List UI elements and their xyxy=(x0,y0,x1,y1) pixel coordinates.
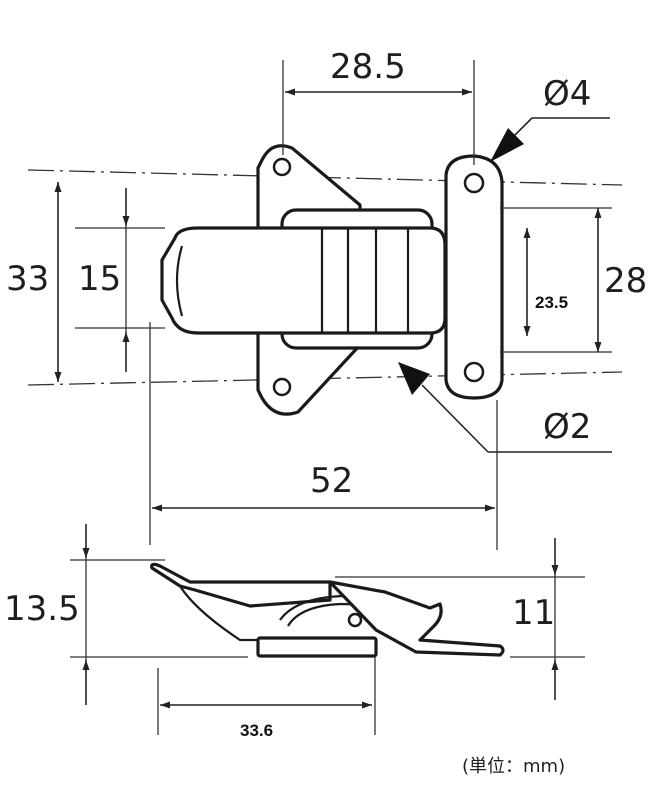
base-plate-top-hole xyxy=(272,157,292,177)
dim-label-15: 15 xyxy=(78,259,121,299)
top-view: 28.5 Ø4 33 15 23.5 28 Ø2 52 xyxy=(6,47,647,550)
hook-plate xyxy=(444,154,504,400)
dim-label-52: 52 xyxy=(310,461,353,501)
dim-label-33: 33 xyxy=(6,259,49,299)
leader-o2-diag xyxy=(421,384,489,453)
hook-plate-top-hole xyxy=(463,172,485,194)
dim-label-33-6: 33.6 xyxy=(240,721,273,740)
side-view: 13.5 11 33.6 xyxy=(4,524,585,740)
dim-label-o4: Ø4 xyxy=(543,74,591,114)
lever-curl xyxy=(175,245,184,317)
dim-label-o2: Ø2 xyxy=(543,407,591,447)
dim-label-13-5: 13.5 xyxy=(4,589,80,629)
dim-label-28: 28 xyxy=(604,261,647,301)
hook-plate-bottom-hole xyxy=(463,361,485,383)
side-hook-plate xyxy=(328,580,505,657)
latch-lever xyxy=(160,226,447,335)
dim-label-23-5: 23.5 xyxy=(535,293,568,312)
leader-o4-arrow xyxy=(490,128,524,162)
dim-label-28-5: 28.5 xyxy=(330,47,406,87)
base-plate-bottom-hole xyxy=(272,377,292,397)
side-lever-tail xyxy=(179,585,260,642)
side-lever-profile xyxy=(150,562,332,608)
side-spring-pin xyxy=(347,612,363,628)
leader-o2-arrow xyxy=(398,362,430,395)
dim-label-11: 11 xyxy=(512,593,555,633)
side-base-block xyxy=(256,636,378,658)
unit-note: (単位：mm) xyxy=(462,756,565,777)
